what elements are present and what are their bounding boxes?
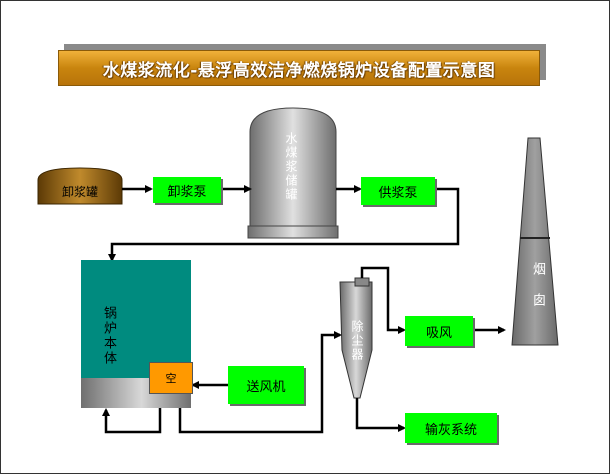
blower-box: 送风机 [228,366,304,404]
storage-tank-shape [247,107,339,239]
storage-tank-label: 水煤浆储罐 [284,132,298,202]
chimney-label: 烟囱 [530,262,545,324]
ash-system-box: 输灰系统 [405,413,497,443]
unload-tank-label: 卸浆罐 [61,184,98,199]
dust-collector-shape [339,277,373,399]
chimney-shape [511,137,559,346]
dust-collector-label: 除尘器 [350,320,364,362]
supply-pump-box: 供浆泵 [361,177,435,205]
diagram-title: 水煤浆流化-悬浮高效洁净燃烧锅炉设备配置示意图 [102,60,496,81]
boiler-label: 锅炉本体 [101,306,116,366]
air-preheater-box: 空 [149,362,193,394]
induced-fan-box: 吸风 [405,316,473,346]
unload-pump-box: 卸浆泵 [153,177,221,203]
air-preheater-label: 空 [165,371,177,385]
title-banner: 水煤浆流化-悬浮高效洁净燃烧锅炉设备配置示意图 [58,50,540,86]
unload-tank-shape [37,167,123,205]
